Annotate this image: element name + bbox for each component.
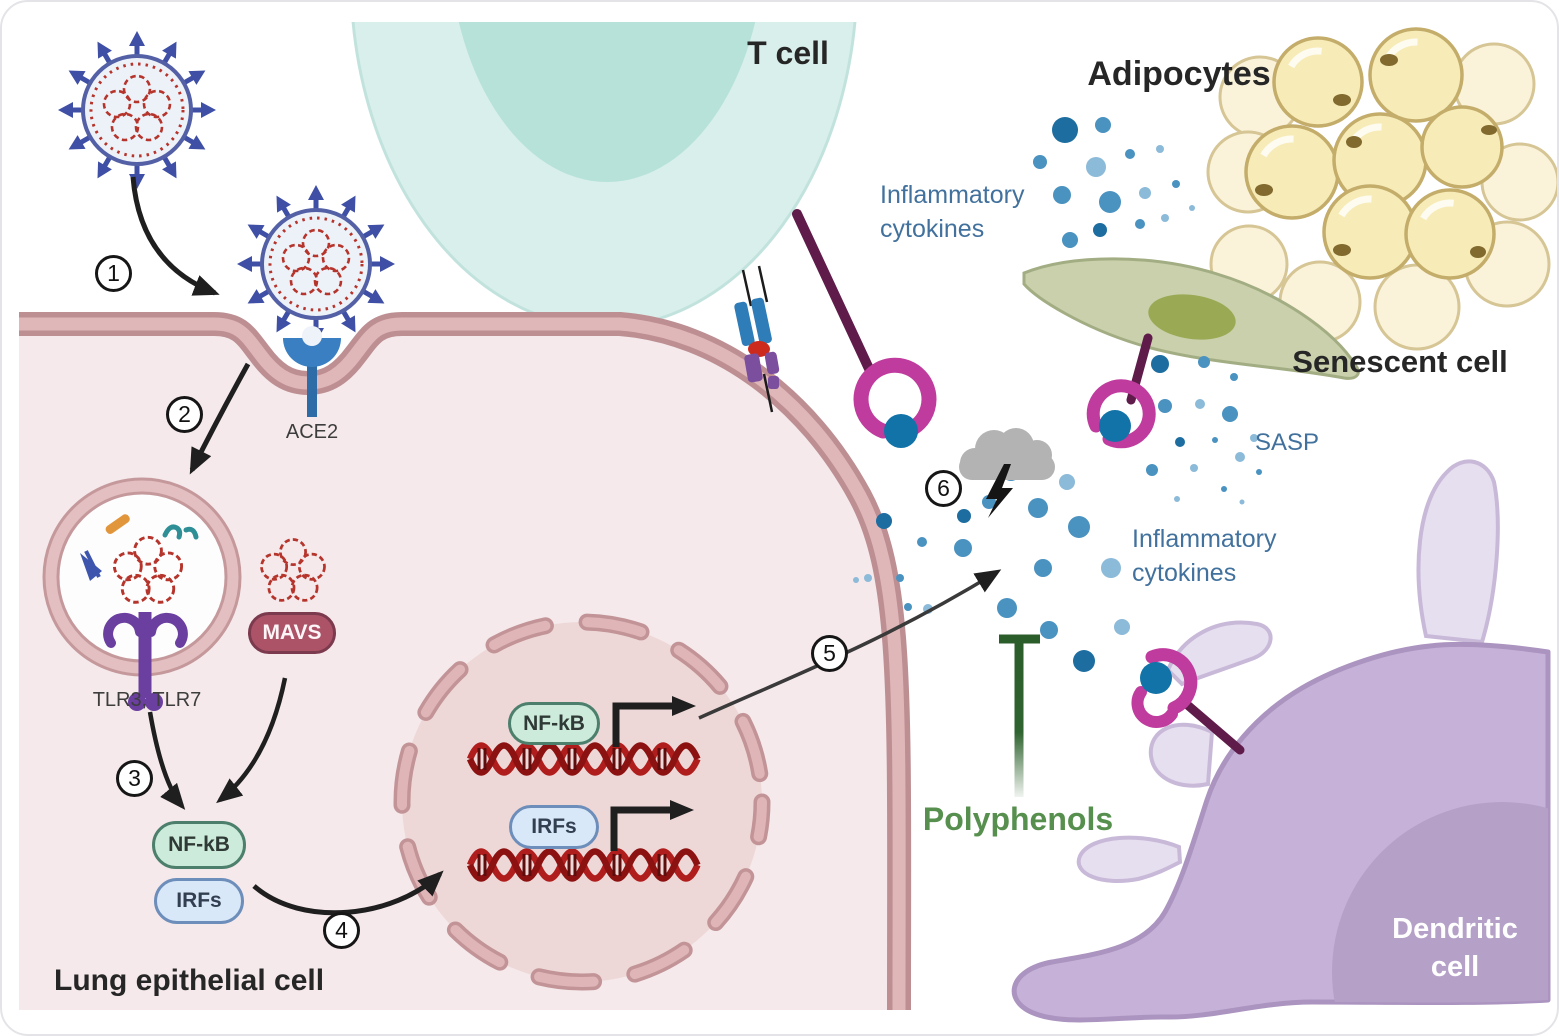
dendritic-cell-label: Dendritic cell: [1374, 910, 1536, 986]
cytokine-receptor-dendritic: [1131, 648, 1245, 755]
nfkb-cytosol-badge: NF-kB: [152, 821, 246, 869]
nucleus-shape: [393, 613, 771, 991]
dendritic-cell-label-line1: Dendritic: [1392, 913, 1518, 945]
endosome-contents: [80, 514, 199, 581]
cytokine-dots-storm: [853, 463, 1130, 672]
cytokine-receptor-tcell: [792, 209, 937, 448]
mavs-badge: MAVS: [248, 612, 336, 654]
tlr-receptor-icon: [103, 612, 188, 711]
storm-cloud-lightning-icon: [959, 428, 1055, 518]
inflammatory-cytokines-mid-label: Inflammatory cytokines: [1132, 522, 1276, 590]
tcr-mhc-complex-icon: [734, 265, 780, 413]
tlr-label: TLR3, TLR7: [92, 689, 202, 711]
senescent-cell-shape: [1022, 257, 1360, 380]
sasp-label: SASP: [1255, 429, 1320, 456]
senescent-cell-label: Senescent cell: [1292, 344, 1508, 379]
inhibition-tee: [999, 634, 1040, 797]
t-cell-label: T cell: [747, 35, 829, 71]
cytokine-dots-adipocyte: [1033, 117, 1195, 248]
step-1-marker: 1: [95, 255, 132, 292]
t-cell-shape: [351, 22, 857, 329]
step-5-marker: 5: [811, 635, 848, 672]
irfs-nucleus-badge: IRFs: [509, 805, 599, 849]
inflammatory-cytokines-top-label: Inflammatory cytokines: [880, 178, 1024, 246]
adipocytes-label: Adipocytes: [1087, 55, 1271, 93]
cytokine-dots-sasp: [1146, 355, 1262, 505]
inflammatory-mid-line1: Inflammatory: [1132, 525, 1277, 553]
inflammatory-top-line2: cytokines: [880, 215, 985, 243]
step-6-marker: 6: [925, 470, 962, 507]
ace2-label: ACE2: [285, 421, 339, 443]
inflammatory-top-line1: Inflammatory: [880, 181, 1025, 209]
cytokine-receptor-senescent: [1086, 333, 1156, 449]
nfkb-nucleus-badge: NF-kB: [508, 702, 600, 745]
polyphenols-label: Polyphenols: [922, 801, 1114, 837]
dendritic-cell-label-line2: cell: [1430, 951, 1480, 983]
inflammatory-mid-line2: cytokines: [1132, 559, 1237, 587]
step-4-marker: 4: [323, 912, 360, 949]
endosome-shape: [42, 477, 242, 677]
irfs-cytosol-badge: IRFs: [154, 878, 244, 924]
step-2-marker: 2: [166, 396, 203, 433]
virus-attached-icon: [237, 185, 395, 343]
ace2-receptor-icon: [283, 326, 341, 417]
lung-epithelial-cell-label: Lung epithelial cell: [54, 964, 325, 997]
virus-free-icon: [58, 31, 216, 189]
step-3-marker: 3: [116, 760, 153, 797]
